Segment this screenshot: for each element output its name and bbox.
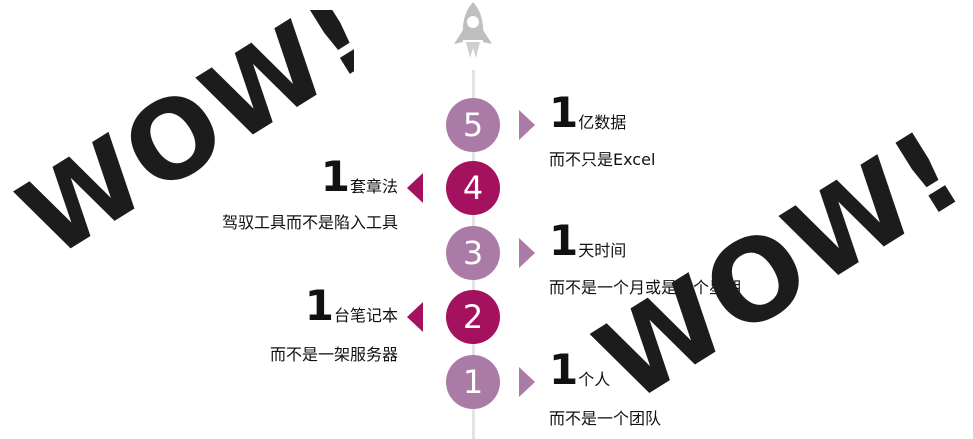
step-2-arrow xyxy=(407,302,423,332)
step-2-title: 1台笔记本 xyxy=(305,285,398,327)
step-4-arrow xyxy=(407,173,423,203)
wow-left-text: WOW! xyxy=(0,10,354,282)
step-4-title: 1套章法 xyxy=(321,156,398,198)
step-4-big: 1 xyxy=(320,152,350,201)
step-1-big: 1 xyxy=(549,345,579,394)
step-5-title: 1亿数据 xyxy=(549,92,626,134)
step-1-desc: 而不是一个团队 xyxy=(549,409,662,428)
step-4-label: 套章法 xyxy=(349,177,398,196)
step-5-label: 亿数据 xyxy=(578,113,627,132)
step-3-desc: 而不是一个月或是一个星期 xyxy=(549,278,742,297)
step-3-title: 1天时间 xyxy=(549,220,626,262)
step-3-arrow xyxy=(519,238,535,268)
step-5-desc: 而不只是Excel xyxy=(549,150,656,169)
step-1-circle: 1 xyxy=(446,355,500,409)
rocket-icon xyxy=(454,2,492,58)
step-4-circle: 4 xyxy=(446,161,500,215)
step-2-desc: 而不是一架服务器 xyxy=(269,345,398,364)
step-5-circle: 5 xyxy=(446,98,500,152)
step-2-label: 台笔记本 xyxy=(333,306,398,325)
step-1-title: 1个人 xyxy=(549,349,610,391)
wow-left-graphic: WOW! xyxy=(0,10,354,282)
step-1-arrow xyxy=(519,367,535,397)
step-4-desc: 驾驭工具而不是陷入工具 xyxy=(221,213,398,232)
step-1-label: 个人 xyxy=(578,370,611,389)
step-2-circle: 2 xyxy=(446,290,500,344)
step-5-big: 1 xyxy=(549,88,579,137)
step-3-big: 1 xyxy=(549,216,579,265)
step-3-label: 天时间 xyxy=(578,241,627,260)
wow-right-text: WOW! xyxy=(590,120,973,428)
step-5-arrow xyxy=(519,110,535,140)
step-2-big: 1 xyxy=(304,281,334,330)
step-3-circle: 3 xyxy=(446,226,500,280)
wow-right-graphic: WOW! xyxy=(590,120,973,428)
